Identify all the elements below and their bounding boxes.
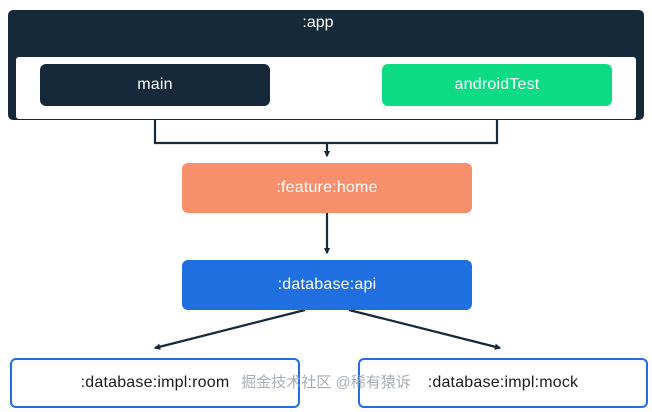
node-database-api[interactable]: :database:api bbox=[182, 260, 472, 310]
edge-database-api-to-impl-mock bbox=[348, 308, 502, 350]
node-feature-home[interactable]: :feature:home bbox=[182, 163, 472, 213]
node-android-test[interactable]: androidTest bbox=[382, 64, 612, 106]
node-app-label: :app bbox=[302, 14, 334, 31]
node-database-impl-mock[interactable]: :database:impl:mock bbox=[358, 358, 648, 408]
edge-main-to-feature-home bbox=[153, 120, 331, 158]
edge-androidtest-to-feature-home bbox=[327, 120, 499, 145]
node-database-impl-room[interactable]: :database:impl:room bbox=[10, 358, 300, 408]
edge-database-api-to-impl-room bbox=[153, 308, 306, 350]
node-main[interactable]: main bbox=[40, 64, 270, 106]
